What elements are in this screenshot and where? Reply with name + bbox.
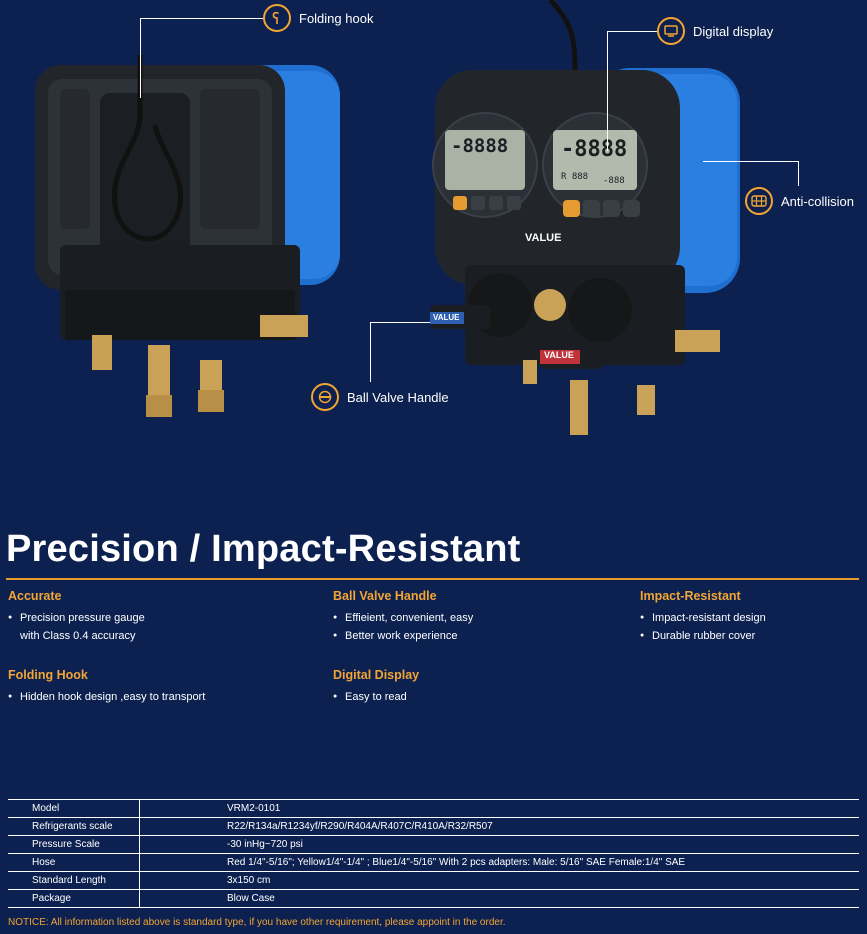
callout-folding-hook: Folding hook xyxy=(263,4,373,32)
feature-accurate: Accurate Precision pressure gauge with C… xyxy=(8,589,145,645)
spec-table: Model VRM2-0101 Refrigerants scale R22/R… xyxy=(8,799,859,908)
callout-line-folding-hook xyxy=(140,18,263,19)
callout-label-digital-display: Digital display xyxy=(693,23,774,39)
spec-key: Refrigerants scale xyxy=(8,817,140,836)
table-row: Refrigerants scale R22/R134a/R1234yf/R29… xyxy=(8,817,859,836)
feature-heading: Digital Display xyxy=(333,668,420,682)
feature-item: Durable rubber cover xyxy=(640,627,766,645)
spec-key: Package xyxy=(8,889,140,908)
lcd-sub-reading-right: -888 xyxy=(603,176,625,186)
lcd-reading-left: -8888 xyxy=(451,135,509,157)
valve-handle-icon xyxy=(311,383,339,411)
feature-heading: Impact-Resistant xyxy=(640,589,741,603)
spec-key: Standard Length xyxy=(8,871,140,890)
feature-heading: Folding Hook xyxy=(8,668,88,682)
callout-ball-valve-handle: Ball Valve Handle xyxy=(311,383,449,411)
callout-line-ball-valve xyxy=(370,322,430,323)
callout-label-anti-collision: Anti-collision xyxy=(781,193,854,209)
spec-key: Hose xyxy=(8,853,140,872)
handle-logo-red: VALUE xyxy=(544,350,574,360)
table-row: Pressure Scale -30 inHg~720 psi xyxy=(8,835,859,854)
notice-text: NOTICE: All information listed above is … xyxy=(8,917,506,928)
spec-value: VRM2-0101 xyxy=(139,799,859,818)
callout-line-anti-collision-drop xyxy=(798,161,799,186)
feature-item: Precision pressure gauge xyxy=(8,609,145,627)
table-row: Hose Red 1/4"-5/16"; Yellow1/4"-1/4" ; B… xyxy=(8,853,859,872)
feature-heading: Accurate xyxy=(8,589,62,603)
monitor-icon xyxy=(657,17,685,45)
callout-line-digital-display xyxy=(607,31,657,32)
manifold-back-view-image xyxy=(35,55,340,417)
spec-value: -30 inHg~720 psi xyxy=(139,835,859,854)
hook-icon xyxy=(263,4,291,32)
spec-key: Model xyxy=(8,799,140,818)
callout-line-digital-display-drop xyxy=(607,31,608,151)
feature-ball-valve-handle: Ball Valve Handle Effieient, convenient,… xyxy=(333,589,473,645)
feature-heading: Ball Valve Handle xyxy=(333,589,437,603)
shield-grid-icon xyxy=(745,187,773,215)
lcd-sub-reading-left: R 888 xyxy=(561,172,589,182)
feature-item: Easy to read xyxy=(333,688,419,706)
brand-logo: VALUE xyxy=(525,232,562,244)
callout-line-folding-hook-drop xyxy=(140,18,141,98)
spec-value: Blow Case xyxy=(139,889,859,908)
spec-value: Red 1/4"-5/16"; Yellow1/4"-1/4" ; Blue1/… xyxy=(139,853,859,872)
spec-value: 3x150 cm xyxy=(139,871,859,890)
spec-key: Pressure Scale xyxy=(8,835,140,854)
lcd-reading-right: -8888 xyxy=(561,137,628,162)
feature-item: Effieient, convenient, easy xyxy=(333,609,473,627)
callout-anti-collision: Anti-collision xyxy=(745,187,854,215)
feature-item: Impact-resistant design xyxy=(640,609,766,627)
spec-value: R22/R134a/R1234yf/R290/R404A/R407C/R410A… xyxy=(139,817,859,836)
table-row: Package Blow Case xyxy=(8,889,859,908)
feature-item: Better work experience xyxy=(333,627,473,645)
feature-digital-display: Digital Display Easy to read xyxy=(333,668,419,706)
title-divider xyxy=(6,578,859,580)
manifold-front-view-image: -8888 -8888 R 888 -888 VALUE VALUE VALUE xyxy=(425,0,755,440)
callout-digital-display: Digital display xyxy=(657,17,773,45)
callout-line-ball-valve-drop xyxy=(370,322,371,382)
table-row: Model VRM2-0101 xyxy=(8,799,859,818)
feature-item: with Class 0.4 accuracy xyxy=(20,630,136,642)
table-row: Standard Length 3x150 cm xyxy=(8,871,859,890)
callout-line-anti-collision xyxy=(703,161,799,162)
callout-label-ball-valve-handle: Ball Valve Handle xyxy=(347,389,449,405)
handle-logo-blue: VALUE xyxy=(433,313,460,322)
feature-item: Hidden hook design ,easy to transport xyxy=(8,688,205,706)
feature-impact-resistant: Impact-Resistant Impact-resistant design… xyxy=(640,589,766,645)
feature-folding-hook: Folding Hook Hidden hook design ,easy to… xyxy=(8,668,205,706)
callout-label-folding-hook: Folding hook xyxy=(299,10,374,26)
page-title: Precision / Impact-Resistant xyxy=(6,528,521,570)
